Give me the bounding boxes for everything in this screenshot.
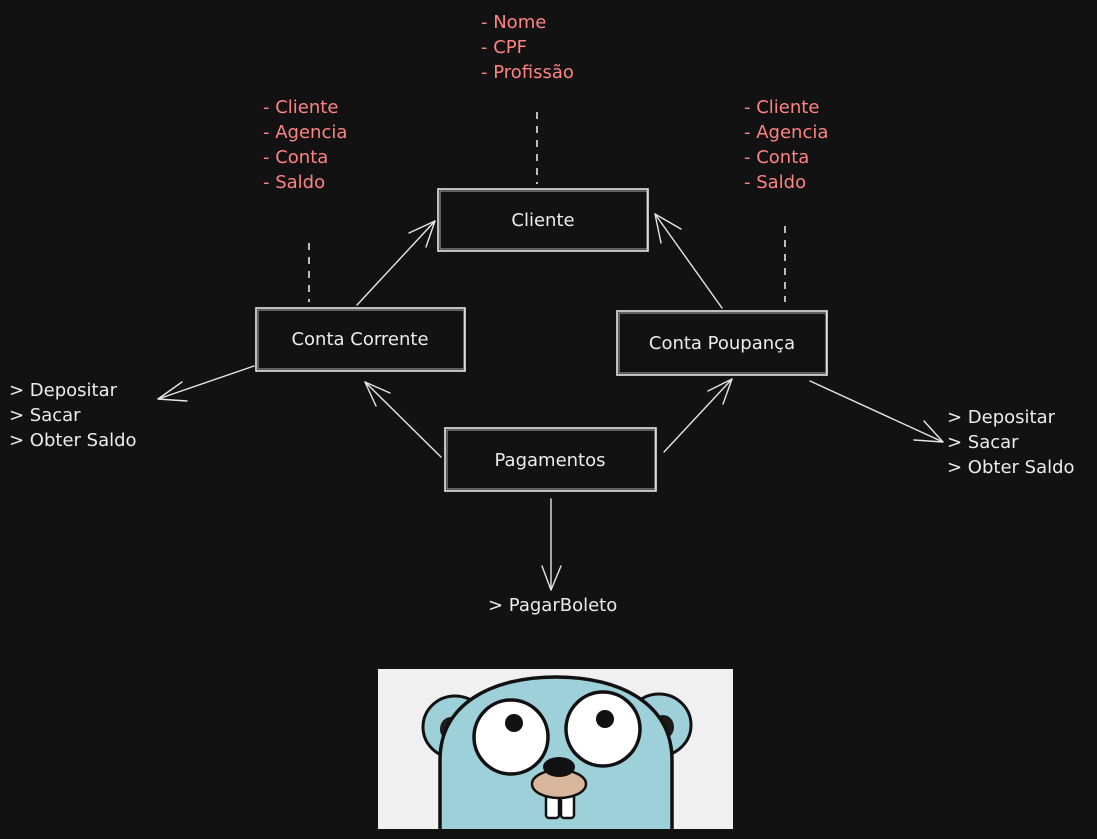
conta-poupanca-attr-saldo: - Saldo bbox=[744, 172, 806, 193]
conta-corrente-method-depositar: > Depositar bbox=[9, 380, 118, 401]
conta-corrente-attributes: - Cliente - Agencia - Conta - Saldo bbox=[263, 97, 347, 193]
cliente-attr-profissao: - Profissão bbox=[481, 62, 574, 83]
conta-corrente-method-sacar: > Sacar bbox=[9, 405, 81, 426]
cliente-attr-nome: - Nome bbox=[481, 12, 546, 33]
arrow-pagamentos-to-conta-poupanca bbox=[663, 378, 733, 453]
node-pagamentos[interactable]: Pagamentos bbox=[444, 427, 657, 492]
arrow-conta-poupanca-to-cliente bbox=[654, 213, 723, 309]
gopher-nose bbox=[543, 757, 575, 777]
node-cliente-label: Cliente bbox=[511, 210, 574, 231]
conta-poupanca-attr-conta: - Conta bbox=[744, 147, 809, 168]
pagamentos-methods: > PagarBoleto bbox=[488, 595, 617, 616]
node-conta-poupanca[interactable]: Conta Poupança bbox=[616, 310, 828, 376]
conta-poupanca-attributes: - Cliente - Agencia - Conta - Saldo bbox=[744, 97, 828, 193]
pagamentos-method-pagarboleto: > PagarBoleto bbox=[488, 595, 617, 616]
conta-poupanca-method-sacar: > Sacar bbox=[947, 432, 1019, 453]
conta-corrente-attr-cliente: - Cliente bbox=[263, 97, 338, 118]
cliente-attr-cpf: - CPF bbox=[481, 37, 527, 58]
node-conta-corrente-label: Conta Corrente bbox=[291, 329, 428, 350]
go-gopher-image bbox=[378, 669, 733, 829]
conta-poupanca-method-depositar: > Depositar bbox=[947, 407, 1056, 428]
node-conta-poupanca-label: Conta Poupança bbox=[649, 333, 795, 354]
arrow-conta-poupanca-to-methods bbox=[809, 380, 944, 443]
conta-corrente-attr-saldo: - Saldo bbox=[263, 172, 325, 193]
gopher-right-eye bbox=[564, 690, 642, 768]
arrow-pagamentos-to-pagarboleto bbox=[541, 498, 562, 591]
node-cliente[interactable]: Cliente bbox=[437, 188, 649, 252]
conta-poupanca-methods: > Depositar > Sacar > Obter Saldo bbox=[947, 407, 1075, 478]
conta-poupanca-method-obter-saldo: > Obter Saldo bbox=[947, 457, 1075, 478]
conta-poupanca-attr-agencia: - Agencia bbox=[744, 122, 828, 143]
cliente-attributes: - Nome - CPF - Profissão bbox=[481, 12, 574, 83]
gopher-left-eye bbox=[472, 698, 550, 776]
arrow-conta-corrente-to-cliente bbox=[356, 220, 436, 306]
node-conta-corrente[interactable]: Conta Corrente bbox=[255, 307, 466, 372]
conta-corrente-attr-conta: - Conta bbox=[263, 147, 328, 168]
conta-poupanca-attr-cliente: - Cliente bbox=[744, 97, 819, 118]
arrow-pagamentos-to-conta-corrente bbox=[364, 381, 442, 458]
arrow-conta-corrente-to-methods bbox=[157, 365, 255, 402]
node-pagamentos-label: Pagamentos bbox=[495, 450, 606, 471]
conta-corrente-methods: > Depositar > Sacar > Obter Saldo bbox=[9, 380, 137, 451]
conta-corrente-attr-agencia: - Agencia bbox=[263, 122, 347, 143]
conta-corrente-method-obter-saldo: > Obter Saldo bbox=[9, 430, 137, 451]
